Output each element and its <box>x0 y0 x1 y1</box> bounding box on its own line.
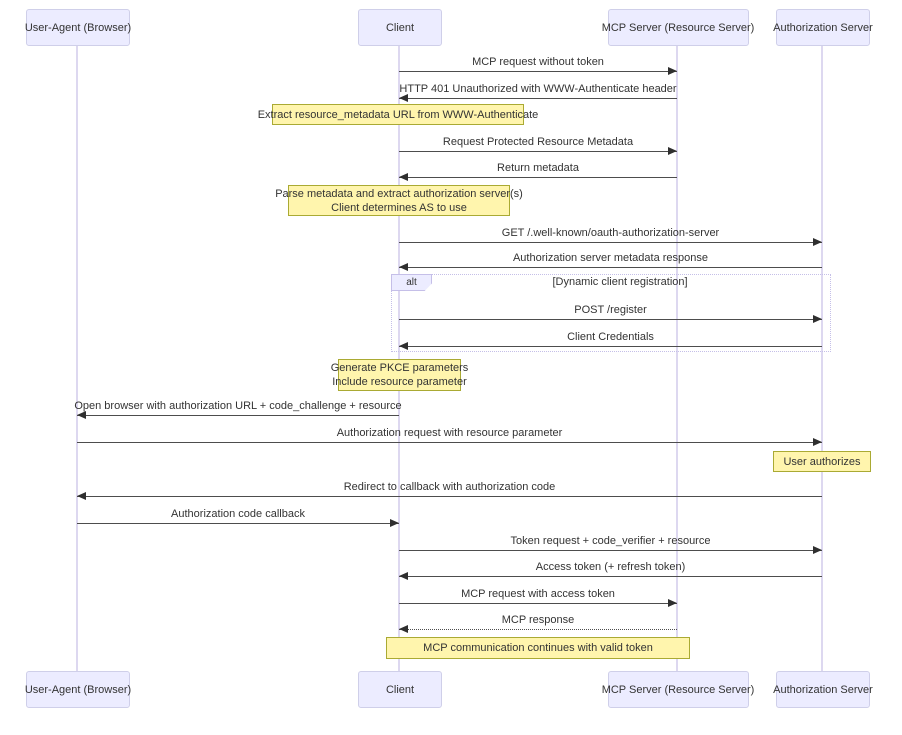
message-arrowhead <box>399 342 408 350</box>
message-line <box>399 319 822 320</box>
note-text-line: MCP communication continues with valid t… <box>423 642 653 654</box>
message-label: MCP response <box>501 614 575 626</box>
message-arrowhead <box>399 572 408 580</box>
message-label: Authorization server metadata response <box>512 252 709 264</box>
message-line <box>399 71 677 72</box>
actor-top-box-mcp: MCP Server (Resource Server) <box>602 9 754 46</box>
actor-top-box-as: Authorization Server <box>773 9 873 46</box>
message-line <box>399 550 822 551</box>
message-line <box>399 151 677 152</box>
message-label: MCP request with access token <box>461 588 615 600</box>
message-label: POST /register <box>574 304 647 316</box>
message-label: Authorization code callback <box>171 508 305 520</box>
actor-bottom-box-ua: User-Agent (Browser) <box>25 671 131 708</box>
lifeline-as <box>821 44 823 671</box>
message-line <box>77 415 399 416</box>
message-label: Access token (+ refresh token) <box>535 561 686 573</box>
actor-top-box-ua: User-Agent (Browser) <box>25 9 131 46</box>
message-arrowhead <box>399 625 408 633</box>
alt-frame <box>391 274 831 352</box>
note-text-line: Extract resource_metadata URL from WWW-A… <box>257 108 539 121</box>
message-arrowhead <box>77 492 86 500</box>
lifeline-ua <box>76 44 78 671</box>
message-label: MCP request without token <box>472 56 604 68</box>
message-line <box>399 346 822 347</box>
actor-bottom-box-as: Authorization Server <box>773 671 873 708</box>
message-line <box>77 496 822 497</box>
message-arrowhead <box>399 263 408 271</box>
lifeline-client <box>398 44 400 671</box>
lifeline-mcp <box>676 44 678 671</box>
note-text-line: Parse metadata and extract authorization… <box>275 187 523 200</box>
message-label: Token request + code_verifier + resource <box>510 535 711 547</box>
note: Extract resource_metadata URL from WWW-A… <box>258 104 538 125</box>
message-line <box>399 267 822 268</box>
message-arrowhead <box>813 546 822 554</box>
message-line <box>399 177 677 178</box>
message-label: Request Protected Resource Metadata <box>442 136 634 148</box>
message-line <box>77 523 399 524</box>
message-label: Authorization request with resource para… <box>336 427 563 439</box>
message-label: Open browser with authorization URL + co… <box>74 400 402 412</box>
message-arrowhead <box>813 315 822 323</box>
message-label: Client Credentials <box>567 331 654 343</box>
message-arrowhead <box>399 94 408 102</box>
message-label: Redirect to callback with authorization … <box>343 481 556 493</box>
note-text-line: User authorizes <box>783 455 861 468</box>
message-arrowhead <box>399 173 408 181</box>
note: MCP communication continues with valid t… <box>386 637 690 659</box>
message-arrowhead <box>813 438 822 446</box>
actor-bottom-box-mcp: MCP Server (Resource Server) <box>602 671 754 708</box>
note: Parse metadata and extract authorization… <box>275 185 523 216</box>
note: User authorizes <box>773 451 871 472</box>
message-label: HTTP 401 Unauthorized with WWW-Authentic… <box>399 83 677 95</box>
message-line <box>77 442 822 443</box>
message-line <box>399 98 677 99</box>
message-arrowhead <box>668 67 677 75</box>
note-text-line: Client determines AS to use <box>331 201 467 214</box>
message-line <box>399 576 822 577</box>
message-arrowhead <box>813 238 822 246</box>
message-line <box>399 603 677 604</box>
message-line <box>399 242 822 243</box>
message-arrowhead <box>668 599 677 607</box>
message-arrowhead <box>390 519 399 527</box>
note-text-line: Include resource parameter <box>332 376 467 388</box>
actor-bottom-box-client: Client <box>358 671 442 708</box>
message-arrowhead <box>668 147 677 155</box>
actor-top-box-client: Client <box>358 9 442 46</box>
message-arrowhead <box>77 411 86 419</box>
note-text-line: Generate PKCE parameters <box>330 362 469 374</box>
alt-frame-condition: [Dynamic client registration] <box>552 276 688 288</box>
message-line <box>399 629 677 630</box>
message-label: Return metadata <box>497 162 579 174</box>
message-label: GET /.well-known/oauth-authorization-ser… <box>501 227 720 239</box>
alt-frame-label: alt <box>391 274 432 291</box>
